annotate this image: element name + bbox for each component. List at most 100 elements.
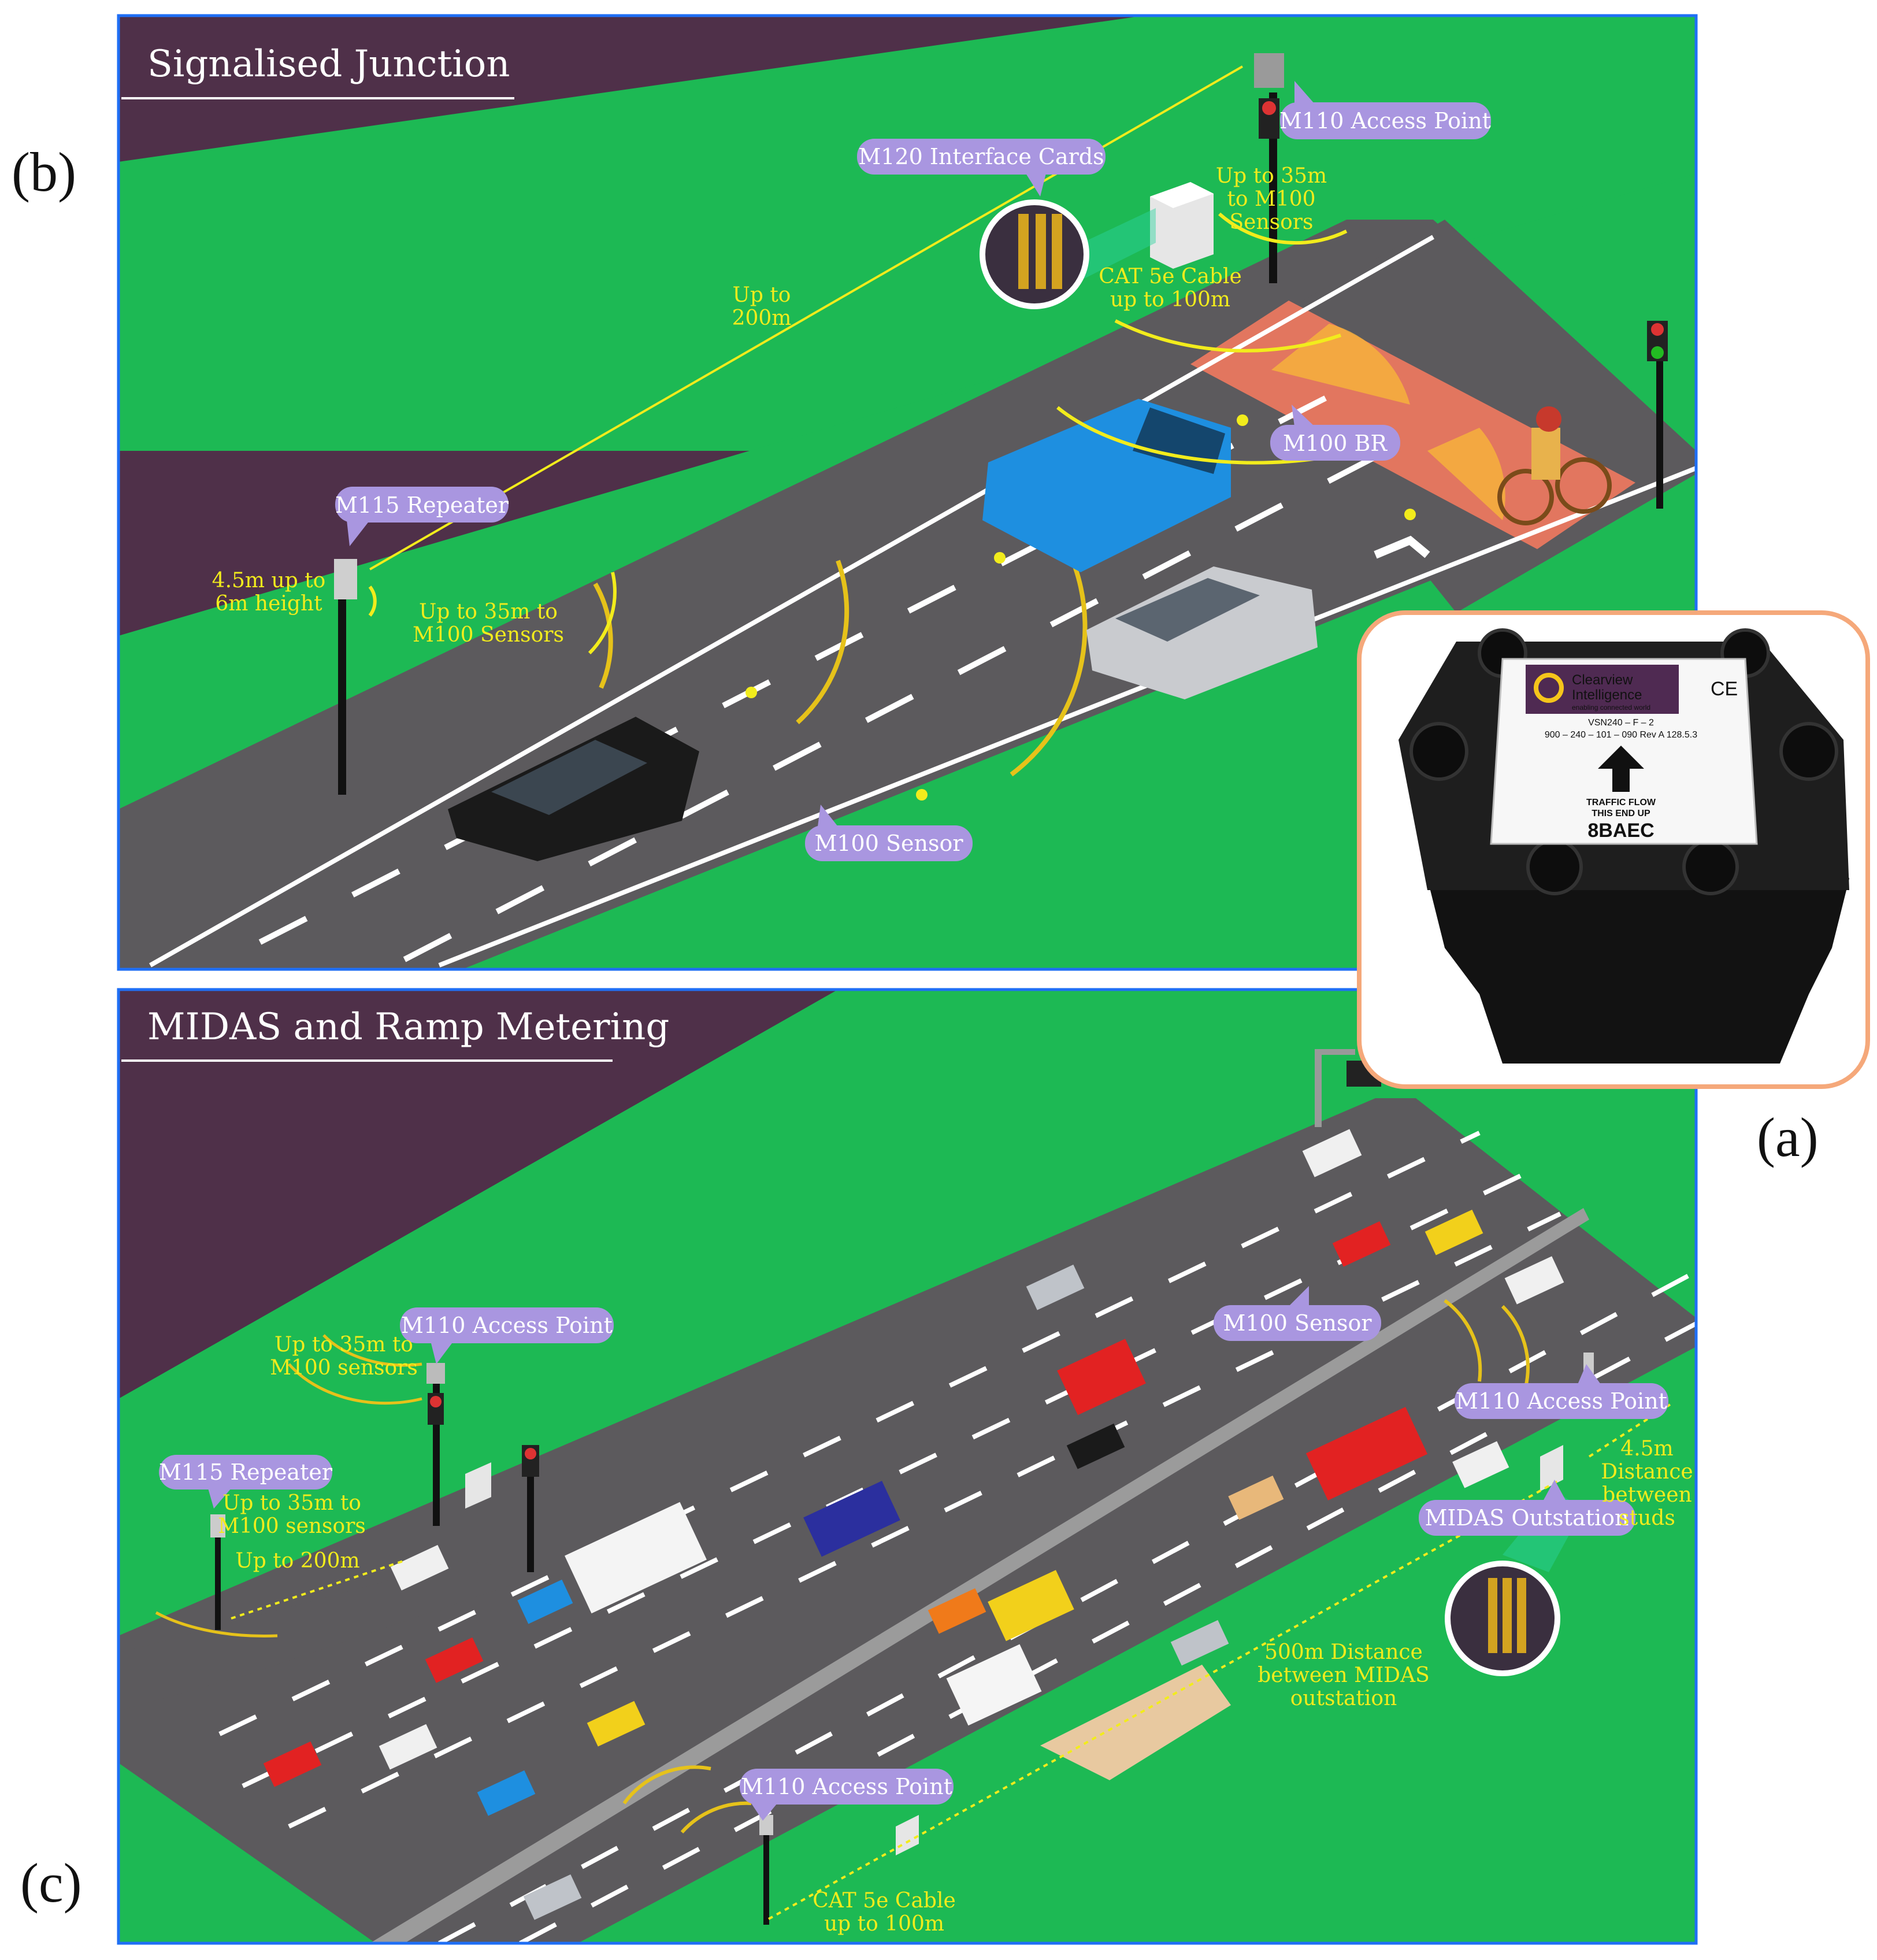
ap-range-line1: Up to 35m to — [274, 1333, 413, 1357]
sensor-arc — [1501, 1305, 1530, 1388]
svg-text:M100 Sensor: M100 Sensor — [814, 831, 963, 856]
svg-text:M120 Interface Cards: M120 Interface Cards — [858, 144, 1104, 169]
br-arc — [1056, 406, 1330, 465]
svg-text:M100 BR: M100 BR — [1283, 431, 1388, 456]
junction-title: Signalised Junction — [147, 43, 510, 86]
access-point-pole — [1254, 53, 1284, 283]
junction-frame — [117, 14, 1698, 971]
slip-road — [118, 1561, 549, 1711]
blue-van — [982, 399, 1231, 572]
yellow-car-2 — [587, 1700, 646, 1747]
svg-text:M110 Access Point: M110 Access Point — [741, 1774, 952, 1799]
cabinet-range-line3: Sensors — [1230, 210, 1314, 234]
red-box-truck — [1057, 1339, 1146, 1416]
white-car — [1302, 1129, 1362, 1177]
white-car-2 — [390, 1544, 449, 1591]
sensor-arc-1 — [593, 583, 613, 689]
repeater-range-line — [231, 1559, 405, 1620]
yellow-van — [988, 1570, 1074, 1642]
midas-cabinet — [1540, 1445, 1563, 1491]
traffic-flow-line1: TRAFFIC FLOW — [1586, 798, 1656, 807]
cabinet-range-line1: Up to 35m — [1216, 164, 1327, 188]
brand-name-line2: Intelligence — [1572, 687, 1642, 703]
lane-line-4 — [519, 1321, 1696, 1943]
callout-m100-sensor: M100 Sensor — [805, 805, 973, 861]
brand-name-line1: Clearview — [1572, 672, 1633, 688]
midas-distance-line2: between MIDAS — [1257, 1663, 1429, 1687]
repeater-pole-midas — [210, 1514, 225, 1630]
repeater-range-line2: M100 Sensors — [413, 623, 564, 647]
silver-car — [1026, 1264, 1085, 1310]
stud-distance-line3: between — [1602, 1483, 1691, 1507]
white-car-3 — [379, 1724, 437, 1770]
cabinet-range-line2: to M100 — [1227, 187, 1315, 211]
blue-car — [517, 1579, 573, 1624]
repeater-range-line1: Up to 35m to — [222, 1491, 361, 1515]
sensor-photo: Clearview Intelligence enabling connecte… — [1357, 610, 1870, 1089]
stud-distance-line1: 4.5m — [1620, 1437, 1673, 1461]
lane-line-1 — [218, 1131, 1481, 1736]
red-lorry — [1305, 1407, 1428, 1500]
callout-m100-sensor: M100 Sensor — [1214, 1286, 1381, 1341]
access-point-arc — [322, 1334, 422, 1367]
brand-logo-icon — [1534, 673, 1564, 703]
midas-distance-line3: outstation — [1290, 1687, 1397, 1710]
roadside-cabinet-left — [465, 1462, 491, 1509]
svg-text:M110 Access Point: M110 Access Point — [1279, 108, 1491, 134]
midas-outstation-inset — [1445, 1561, 1560, 1676]
callout-m110-bottom: M110 Access Point — [740, 1769, 954, 1821]
ce-mark: CE — [1711, 678, 1738, 700]
sensor-id: 8BAEC — [1587, 820, 1654, 842]
silver-car-3 — [523, 1874, 582, 1920]
mounting-lug — [1779, 722, 1838, 781]
turn-arrow — [1374, 535, 1430, 559]
midas-distance-line1: 500m Distance — [1264, 1640, 1423, 1664]
sensor-stud — [1237, 414, 1248, 426]
midas-title: MIDAS and Ramp Metering — [147, 1006, 669, 1048]
midas-frame — [117, 988, 1698, 1945]
interface-card-inset — [980, 199, 1089, 309]
traffic-light-right — [1647, 321, 1668, 509]
white-van-2 — [1452, 1441, 1509, 1488]
sensor-stud — [1404, 509, 1416, 520]
red-car-2 — [425, 1637, 484, 1683]
access-point-arc — [288, 1363, 422, 1405]
mounting-lug — [1526, 839, 1583, 895]
svg-text:M115 Repeater: M115 Repeater — [335, 492, 509, 518]
brand-tagline: enabling connected world — [1572, 703, 1650, 712]
sensor-stud — [745, 687, 757, 698]
panel-label-c: (c) — [20, 1852, 82, 1914]
callout-m120-interface-cards: M120 Interface Cards — [857, 139, 1106, 197]
mounting-lug — [1682, 839, 1739, 895]
cable-arc — [1114, 319, 1341, 353]
stud-distance-line4: studs — [1619, 1506, 1675, 1530]
hard-shoulder-refuge — [1040, 1665, 1231, 1780]
cyclist — [1497, 406, 1612, 525]
ap-range-line2: M100 sensors — [270, 1356, 418, 1380]
roadside-cabinet — [1150, 182, 1214, 269]
panel-label-b: (b) — [12, 141, 76, 203]
range-200-line2: 200m — [732, 306, 792, 330]
part-number: 900 – 240 – 101 – 090 Rev A 128.5.3 — [1545, 730, 1697, 740]
blue-van — [803, 1481, 900, 1557]
lane-dashes-2 — [403, 448, 1389, 962]
repeater-range-line1: Up to 35m to — [419, 600, 558, 624]
white-van-small — [1504, 1256, 1564, 1305]
traffic-flow-arrow-icon — [1598, 746, 1644, 792]
repeater-arc — [588, 572, 617, 655]
traffic-flow-line2: THIS END UP — [1592, 809, 1650, 818]
sensor-arc-3 — [1010, 565, 1088, 777]
svg-text:MIDAS Outstation: MIDAS Outstation — [1425, 1505, 1629, 1531]
silver-car — [1086, 566, 1318, 699]
sensor-arc — [680, 1801, 752, 1833]
red-car — [1332, 1221, 1391, 1267]
white-box-truck — [946, 1644, 1042, 1726]
repeater-pole — [334, 559, 377, 795]
road-edge-line — [149, 235, 1434, 968]
access-point-pole-left — [426, 1363, 445, 1526]
silver-car-2 — [1170, 1620, 1229, 1666]
svg-text:M110 Access Point: M110 Access Point — [401, 1313, 613, 1338]
sensor-stud — [994, 552, 1006, 564]
tan-car — [1228, 1475, 1284, 1520]
